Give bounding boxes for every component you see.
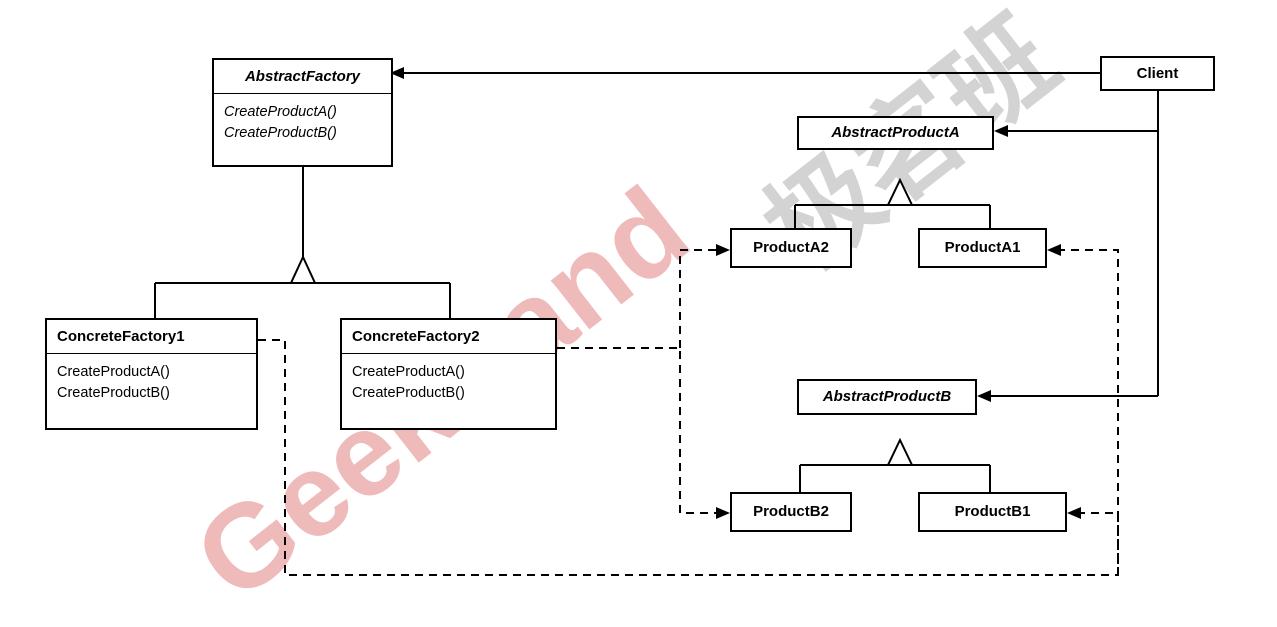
- class-title: AbstractProductA: [831, 124, 960, 141]
- class-title: AbstractProductB: [822, 388, 952, 405]
- inherit-triangle-factory: [289, 254, 317, 284]
- edge-factory1-products: [258, 339, 1119, 576]
- class-concrete-factory2: ConcreteFactory2 CreateProductA() Create…: [340, 318, 557, 430]
- class-title: ProductA2: [753, 239, 829, 256]
- inherit-triangle-product-b: [886, 437, 914, 466]
- operation: CreateProductA(): [57, 364, 170, 380]
- class-title: ConcreteFactory2: [352, 328, 480, 345]
- arrowhead-product-a2: [716, 244, 730, 256]
- class-product-a2: ProductA2: [730, 228, 852, 268]
- class-title: ProductA1: [944, 239, 1021, 256]
- uml-diagram: 极客班 GeekBand: [45, 0, 1215, 626]
- class-title: ProductB2: [753, 503, 829, 520]
- arrowhead-product-b1: [1067, 507, 1081, 519]
- class-abstract-product-a: AbstractProductA: [797, 116, 994, 150]
- operation: CreateProductA(): [352, 364, 465, 380]
- class-concrete-factory1: ConcreteFactory1 CreateProductA() Create…: [45, 318, 258, 430]
- class-product-b1: ProductB1: [918, 492, 1067, 532]
- edge-factory2-products: [557, 347, 716, 514]
- operation: CreateProductB(): [57, 385, 170, 401]
- operation: CreateProductB(): [352, 385, 465, 401]
- operation: CreateProductB(): [224, 125, 337, 141]
- edge-factory1-product-a1: [1060, 249, 1119, 575]
- class-client: Client: [1100, 56, 1215, 91]
- arrowhead-abstract-factory: [390, 67, 404, 79]
- class-title: ConcreteFactory1: [57, 328, 185, 345]
- edge-factory2-product-a2: [679, 249, 716, 348]
- class-product-a1: ProductA1: [918, 228, 1047, 268]
- arrowhead-abstract-product-b: [977, 390, 991, 402]
- class-product-b2: ProductB2: [730, 492, 852, 532]
- connector-layer: [154, 67, 1159, 576]
- class-operations: CreateProductA() CreateProductB(): [47, 353, 256, 404]
- arrowhead-product-b2: [716, 507, 730, 519]
- class-title: AbstractFactory: [244, 68, 361, 85]
- arrowhead-abstract-product-a: [994, 125, 1008, 137]
- class-title: Client: [1136, 65, 1179, 82]
- operation: CreateProductA(): [224, 104, 337, 120]
- class-title: ProductB1: [954, 503, 1031, 520]
- class-operations: CreateProductA() CreateProductB(): [214, 93, 391, 144]
- class-abstract-product-b: AbstractProductB: [797, 379, 977, 415]
- class-operations: CreateProductA() CreateProductB(): [342, 353, 555, 404]
- inherit-triangle-product-a: [886, 177, 914, 206]
- class-abstract-factory: AbstractFactory CreateProductA() CreateP…: [212, 58, 393, 167]
- arrowhead-product-a1: [1047, 244, 1061, 256]
